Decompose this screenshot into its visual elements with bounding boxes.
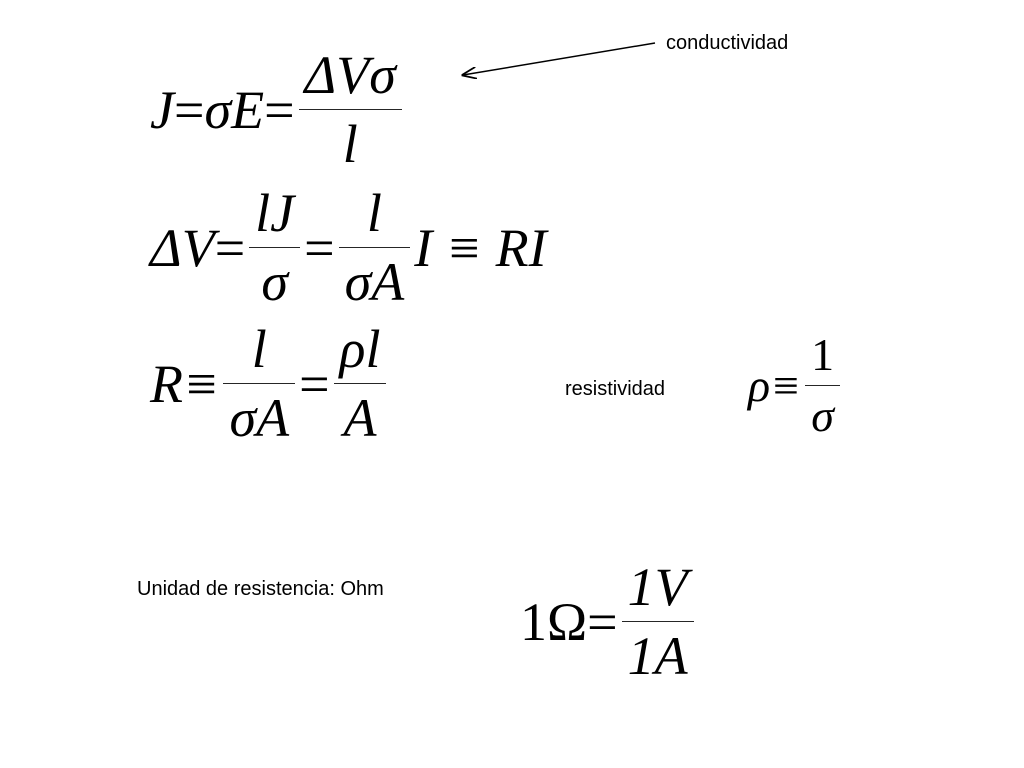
eq2-f2-numerator: l xyxy=(366,183,382,243)
eq2-rhs: I ≡ RI xyxy=(414,217,547,278)
eq2-equals: = xyxy=(214,217,246,278)
eq2-f2-bar xyxy=(338,247,411,248)
eq3-equals: = xyxy=(299,353,330,414)
eq4-fraction: 1 σ xyxy=(805,329,841,441)
eq2-fraction-1: lJ σ xyxy=(249,183,301,312)
eq2-fraction-2: l σA xyxy=(338,183,411,312)
eq3-f1-bar xyxy=(223,383,296,384)
eq5-denominator: 1A xyxy=(627,626,688,686)
equation-ohm-law-density: J = σ E = ΔVσ l xyxy=(150,48,406,171)
eq3-f2-numerator: ρl xyxy=(339,319,381,379)
eq2-f2-denominator: σA xyxy=(344,252,405,312)
eq5-bar xyxy=(621,621,694,622)
eq3-fraction-1: l σA xyxy=(223,319,296,448)
eq3-R: R≡ xyxy=(150,353,220,414)
eq1-numerator: ΔVσ xyxy=(304,45,396,105)
eq4-rho: ρ≡ xyxy=(748,359,802,411)
eq3-f2-denominator: A xyxy=(343,388,377,448)
eq2-equals-2: = xyxy=(304,217,335,278)
equation-voltage: ΔV = lJ σ = l σA I ≡ RI xyxy=(150,186,547,309)
eq1-J: J xyxy=(150,79,174,140)
label-unidad-resistencia: Unidad de resistencia: Ohm xyxy=(137,578,384,600)
eq2-delta-v: ΔV xyxy=(150,217,215,278)
eq1-E: E xyxy=(231,79,265,140)
eq3-f1-denominator: σA xyxy=(229,388,290,448)
eq1-fraction: ΔVσ l xyxy=(298,45,402,174)
eq2-f1-bar xyxy=(249,247,301,248)
eq3-f1-numerator: l xyxy=(251,319,267,379)
label-resistividad: resistividad xyxy=(565,378,666,400)
eq1-fraction-bar xyxy=(298,109,402,110)
label-conductividad: conductividad xyxy=(666,32,789,54)
eq3-f2-bar xyxy=(333,383,387,384)
eq2-f1-numerator: lJ xyxy=(255,183,295,243)
equation-resistance: R≡ l σA = ρl A xyxy=(150,322,390,445)
eq5-fraction: 1V 1A xyxy=(621,557,694,686)
eq1-equals-2: = xyxy=(264,79,295,140)
eq2-f1-denominator: σ xyxy=(261,252,288,312)
eq1-equals: = xyxy=(173,79,205,140)
eq5-numerator: 1V xyxy=(627,557,688,617)
eq3-fraction-2: ρl A xyxy=(333,319,387,448)
eq1-denominator: l xyxy=(342,114,358,174)
eq4-bar xyxy=(805,385,841,386)
eq5-lhs: 1Ω= xyxy=(520,591,618,652)
eq4-denominator: σ xyxy=(811,390,834,441)
equation-resistivity: ρ≡ 1 σ xyxy=(748,332,844,439)
equation-ohm-unit: 1Ω= 1V 1A xyxy=(520,560,698,683)
eq4-numerator: 1 xyxy=(811,329,835,380)
eq1-sigma: σ xyxy=(204,79,232,140)
